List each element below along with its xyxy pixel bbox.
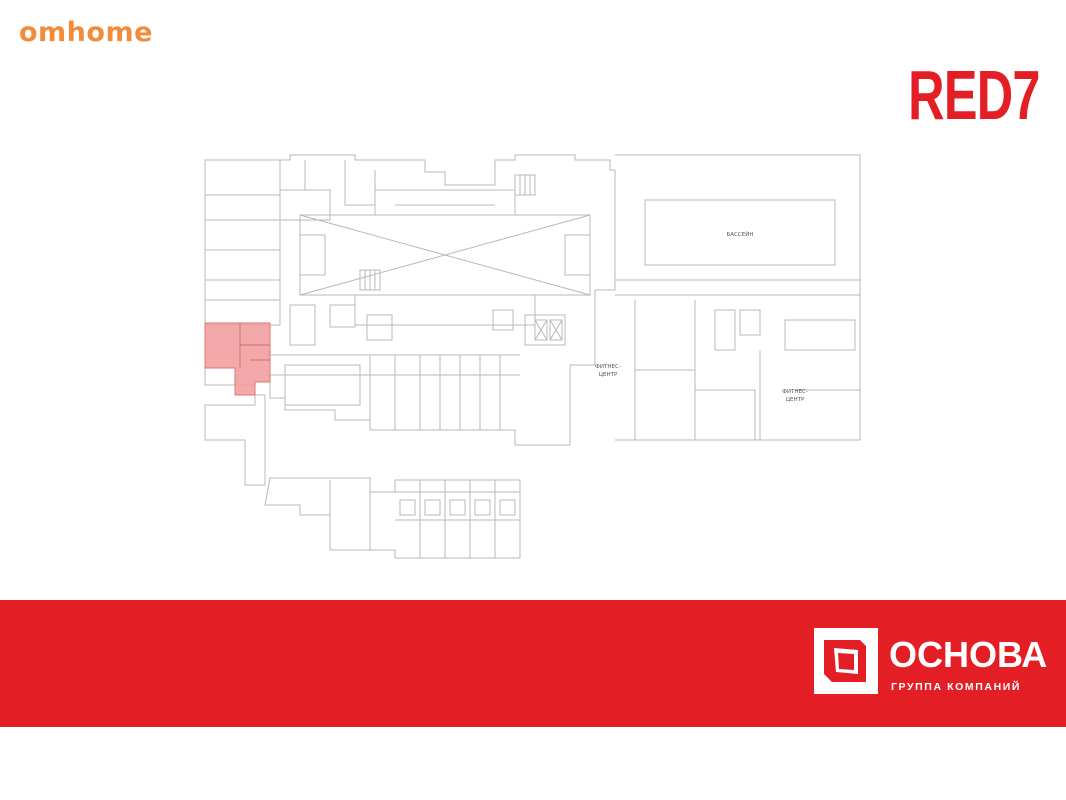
osnova-logo-mark bbox=[814, 628, 878, 694]
omhome-watermark: omhome bbox=[19, 17, 153, 48]
fitness-label-1-line1: ФИТНЕС- bbox=[595, 364, 621, 370]
footer-band: ОСНОВА ГРУППА КОМПАНИЙ bbox=[0, 600, 1066, 727]
pool-label: БАССЕЙН bbox=[727, 231, 754, 238]
red7-logo: RED7 bbox=[908, 56, 1040, 134]
brand-name: ОСНОВА bbox=[889, 634, 1048, 675]
fitness-label-2-line1: ФИТНЕС- bbox=[782, 389, 808, 395]
floor-plan: БАССЕЙН ФИТНЕС- ЦЕНТР ФИТНЕС- ЦЕНТР bbox=[195, 150, 875, 570]
highlighted-apartment bbox=[204, 322, 271, 396]
osnova-brand: ОСНОВА ГРУППА КОМПАНИЙ bbox=[814, 628, 1048, 698]
floor-plan-drawing: БАССЕЙН ФИТНЕС- ЦЕНТР ФИТНЕС- ЦЕНТР bbox=[204, 154, 861, 559]
brand-subtitle: ГРУППА КОМПАНИЙ bbox=[891, 681, 1022, 693]
fitness-label-1-line2: ЦЕНТР bbox=[599, 372, 618, 378]
fitness-label-2-line2: ЦЕНТР bbox=[786, 397, 805, 403]
